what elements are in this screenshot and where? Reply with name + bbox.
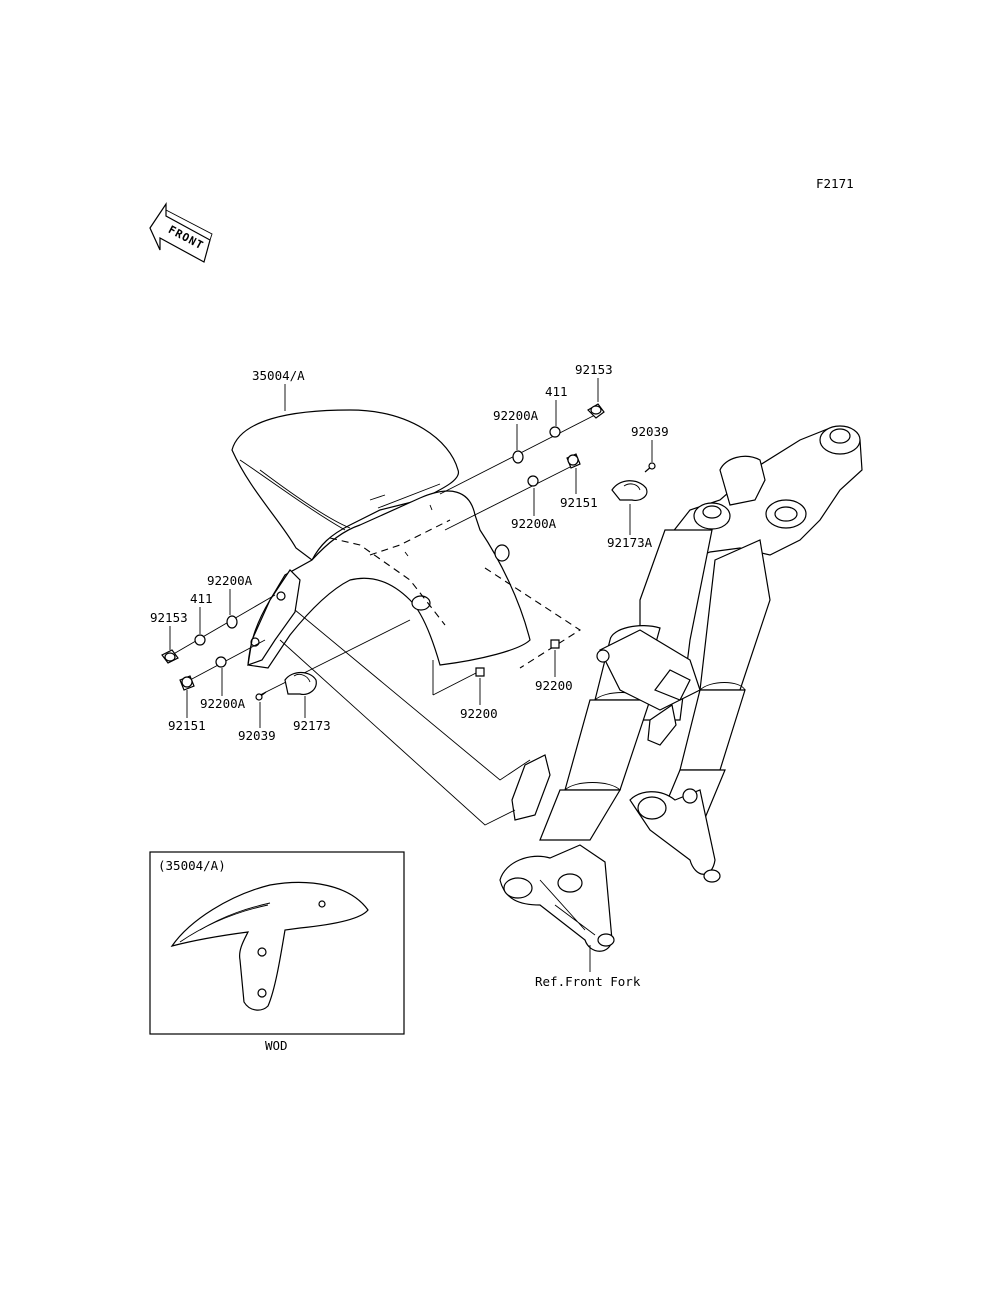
grommet-92200-right — [550, 639, 560, 649]
callout-411-right: 411 — [545, 384, 568, 399]
callout-92200a-left-bottom: 92200A — [200, 696, 246, 711]
clamp-92173a — [611, 480, 648, 501]
callout-ref-front-fork: Ref.Front Fork — [535, 974, 641, 989]
clamp-92173 — [284, 671, 317, 695]
callout-92039-left: 92039 — [238, 728, 276, 743]
front-arrow-icon: FRONT — [149, 202, 213, 263]
callout-92200-center: 92200 — [460, 706, 498, 721]
callout-411-left: 411 — [190, 591, 213, 606]
callout-92173a: 92173A — [607, 535, 653, 550]
callout-92200a-right-bottom: 92200A — [511, 516, 557, 531]
bolt-92153-right — [587, 403, 605, 419]
washer-411-right — [549, 426, 561, 438]
washer-411-left — [194, 634, 206, 646]
inset-caption: WOD — [265, 1038, 288, 1053]
callout-92153-left: 92153 — [150, 610, 188, 625]
callout-35004a: 35004/A — [252, 368, 305, 383]
callout-92039-right: 92039 — [631, 424, 669, 439]
callout-92200a-left-top: 92200A — [207, 573, 253, 588]
callout-92200a-right-top: 92200A — [493, 408, 539, 423]
inset-box: (35004/A) WOD — [149, 851, 405, 1053]
figure-code: F2171 — [816, 176, 854, 191]
inset-label: (35004/A) — [158, 858, 226, 873]
screw-92039-right — [644, 462, 656, 473]
bolt-92151-right — [566, 453, 581, 469]
washer-92200a-left-top — [226, 615, 238, 629]
front-fork — [499, 425, 863, 952]
inset-fender — [170, 881, 369, 1011]
washer-92200a-right-bottom — [527, 475, 539, 487]
callout-92173: 92173 — [293, 718, 331, 733]
washer-92200a-right-top — [512, 450, 524, 464]
screw-92039-left — [255, 691, 267, 701]
front-fender — [231, 409, 531, 669]
callout-92200-right: 92200 — [535, 678, 573, 693]
grommet-92200-center — [475, 667, 485, 677]
bolt-92153-left — [161, 649, 179, 664]
callout-92151-right: 92151 — [560, 495, 598, 510]
callout-92153-right: 92153 — [575, 362, 613, 377]
callout-92151-left: 92151 — [168, 718, 206, 733]
washer-92200a-left-bottom — [215, 656, 227, 668]
bolt-92151-left — [179, 675, 195, 691]
